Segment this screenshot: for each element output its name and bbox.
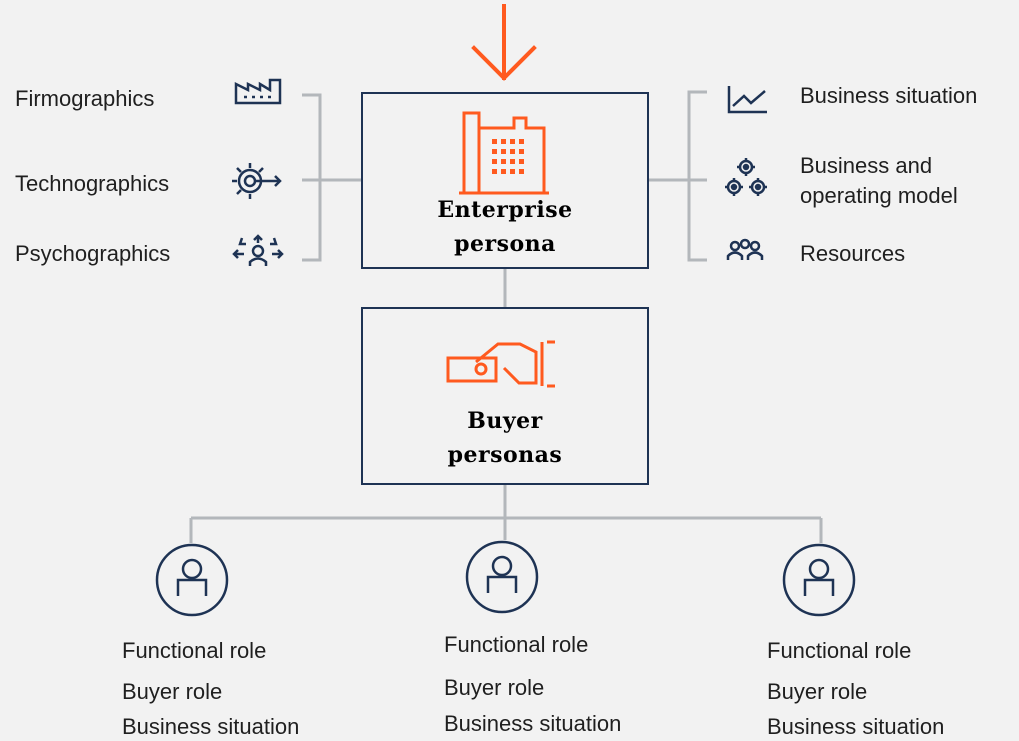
handshake-icon [446,340,555,388]
left-bracket [302,93,322,262]
input-arrow-icon [471,4,537,81]
line-chart-icon [727,86,767,114]
functional-role-label: Functional role [767,638,912,663]
buyer-personas-title-line2: personas [447,442,563,468]
functional-role-label: Functional role [444,632,589,657]
psychographics-label: Psychographics [15,241,171,266]
factory-icon [234,78,282,105]
person-arrows-icon [232,234,284,266]
business-situation-label: Business situation [444,711,622,736]
persona-icon-left [155,543,229,617]
resources-label: Resources [800,241,906,266]
connectors [189,90,823,543]
business-operating-model-label-line2: operating model [800,183,958,208]
buyer-personas-title-line1: Buyer [467,408,543,434]
persona-icon-right [782,543,856,617]
buyer-role-label: Buyer role [444,675,545,700]
enterprise-persona-title-line1: Enterprise [437,197,573,223]
enterprise-persona-title-line2: persona [454,231,556,257]
business-situation-label: Business situation [122,714,300,739]
office-building-icon [459,111,549,195]
gears-icon [725,158,767,196]
gear-arrow-icon [232,163,282,199]
right-bracket [687,90,707,262]
buyer-role-label: Buyer role [122,679,223,704]
buyer-personas-box: Buyer personas [361,307,649,485]
enterprise-persona-box: Enterprise persona [361,92,649,269]
technographics-label: Technographics [15,171,170,196]
business-situation-label: Business situation [800,83,978,108]
firmographics-label: Firmographics [15,86,155,111]
business-operating-model-label-line1: Business and [800,153,933,178]
buyer-role-label: Buyer role [767,679,868,704]
functional-role-label: Functional role [122,638,267,663]
people-icon [726,238,764,260]
persona-icon-center [465,540,539,614]
business-situation-label: Business situation [767,714,945,739]
